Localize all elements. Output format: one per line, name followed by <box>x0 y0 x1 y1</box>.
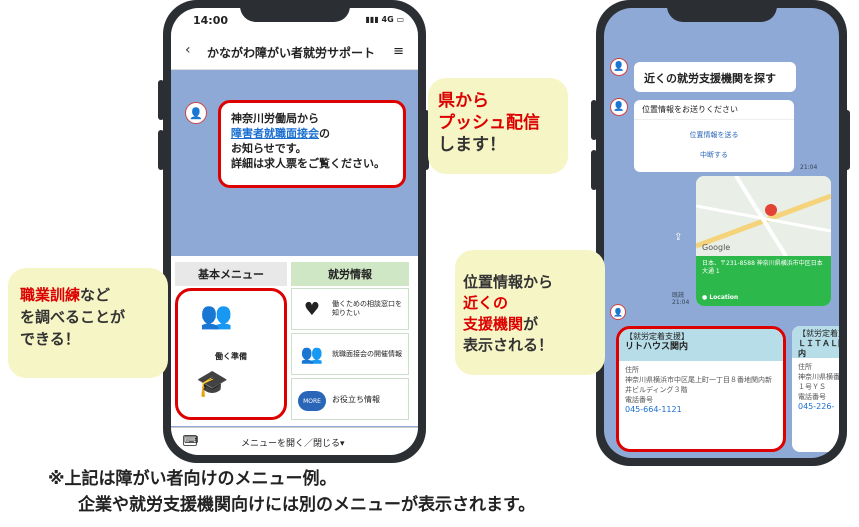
phone-label: 電話番号 <box>798 393 826 401</box>
interview-icon: 👥 <box>300 343 324 365</box>
search-title-message: 近くの就労支援機関を探す <box>634 62 796 92</box>
callout-text: 位置情報から <box>463 273 554 291</box>
card-body: 住所 神奈川県横浜市中区尾上町一丁目８番地関内新井ビルディング３階 電話番号 0… <box>619 361 783 419</box>
callout-text: できる！ <box>20 330 80 348</box>
address-label: 住所 <box>625 366 639 374</box>
menu-item-label: お役立ち情報 <box>332 394 380 404</box>
card-phone[interactable]: 045-664-1121 <box>625 405 682 414</box>
push-message-bubble: 神奈川労働局から 障害者就職面接会の お知らせです。 詳細は求人票をご覧ください… <box>218 100 406 188</box>
menu-useful-info[interactable]: MORE お役立ち情報 <box>291 378 409 420</box>
facility-card[interactable]: 【就労定着支援】 リトハウス関内 住所 神奈川県横浜市中区尾上町一丁目８番地関内… <box>616 326 786 452</box>
footnote-line: ※上記は障がい者向けのメニュー例。 <box>48 469 337 489</box>
chat-header: ‹ かながわ障がい者就労サポート ≡ <box>171 34 418 70</box>
power-button <box>844 110 850 170</box>
left-phone: 14:00 ▮▮▮ 4G ▭ ‹ かながわ障がい者就労サポート ≡ 👤 神奈川労… <box>163 0 426 463</box>
cancel-button[interactable]: 中断する <box>700 151 728 159</box>
menu-toggle-bar[interactable]: ⌨ メニューを開く／閉じる▾ <box>171 427 418 455</box>
status-time: 14:00 <box>193 14 229 27</box>
callout-highlight: 近くの <box>463 294 509 312</box>
tab-basic-menu[interactable]: 基本メニュー <box>175 262 287 286</box>
bot-avatar: 👤 <box>610 98 628 116</box>
map-image: Google <box>696 176 831 258</box>
location-request-message: 位置情報をお送りください 位置情報を送る 中断する <box>634 100 794 172</box>
card-header: 【就労定着支 ＬＩＴＡＬ関内 <box>792 326 839 358</box>
message-time: 21:04 <box>800 164 818 171</box>
phone-notch <box>239 0 350 22</box>
keyboard-icon[interactable]: ⌨ <box>183 435 199 446</box>
phone-label: 電話番号 <box>625 396 653 404</box>
callout-text: プッシュ配信 <box>438 113 540 133</box>
hamburger-menu-icon[interactable]: ≡ <box>393 44 404 59</box>
volume-button <box>591 150 597 190</box>
callout-highlight: 支援機関 <box>463 315 524 333</box>
card-address: 神奈川県横浜市中区尾上町一丁目８番地関内新井ビルディング３階 <box>625 376 772 394</box>
location-callout: 位置情報から 近くの 支援機関が 表示される！ <box>455 250 605 375</box>
heart-hand-icon: ♥ <box>303 298 321 320</box>
read-time: 既読 21:04 <box>672 292 690 306</box>
volume-button <box>158 80 164 120</box>
training-callout: 職業訓練など を調べることが できる！ <box>8 268 168 378</box>
menu-consultation[interactable]: ♥ 働くための相談窓口を知りたい <box>291 288 409 330</box>
signal-icon: ▮▮▮ 4G ▭ <box>365 15 404 24</box>
chat-title: かながわ障がい者就労サポート <box>207 46 376 60</box>
card-address: 神奈川県横番１号ＹＳ <box>798 373 839 391</box>
volume-button <box>158 130 164 170</box>
power-button <box>423 110 429 170</box>
menu-interview-info[interactable]: 👥 就職面接会の開催情報 <box>291 333 409 375</box>
interview-event-link[interactable]: 障害者就職面接会 <box>231 127 319 140</box>
location-map-card[interactable]: Google 日本、〒231-8588 神奈川県横浜市中区日本大通 1 ● Lo… <box>696 176 831 306</box>
message-line: 神奈川労働局から <box>231 112 319 125</box>
callout-text: を調べることが <box>20 308 126 326</box>
callout-text: 県から <box>438 91 489 111</box>
right-phone-screen: 👤 近くの就労支援機関を探す 👤 位置情報をお送りください 位置情報を送る 中断… <box>604 8 839 458</box>
callout-highlight: 職業訓練 <box>20 286 81 304</box>
phone-notch <box>666 0 777 22</box>
volume-button <box>591 100 597 140</box>
facility-card[interactable]: 【就労定着支 ＬＩＴＡＬ関内 住所 神奈川県横番１号ＹＳ 電話番号 045-22… <box>792 326 839 452</box>
menu-work-preparation[interactable]: 👥 働く準備 🎓 <box>175 288 287 420</box>
location-address-box: 日本、〒231-8588 神奈川県横浜市中区日本大通 1 ● Location <box>696 256 831 306</box>
card-tag: 【就労定着支援】 <box>625 332 689 341</box>
message-line: 詳細は求人票をご覧ください。 <box>231 157 385 170</box>
send-location-button[interactable]: 位置情報を送る <box>689 131 739 139</box>
card-facility-name: リトハウス関内 <box>625 342 689 352</box>
menu-toggle-label: メニューを開く／閉じる▾ <box>241 439 345 449</box>
map-streets: Google <box>696 176 831 258</box>
location-request-text: 位置情報をお送りください <box>634 100 794 120</box>
people-icon: 👥 <box>200 301 233 331</box>
bot-avatar: 👤 <box>185 102 207 124</box>
right-phone: 👤 近くの就労支援機関を探す 👤 位置情報をお送りください 位置情報を送る 中断… <box>596 0 847 466</box>
location-label: ● Location <box>702 294 739 301</box>
card-header: 【就労定着支援】 リトハウス関内 <box>619 329 783 361</box>
message-line: お知らせです。 <box>231 142 307 155</box>
back-icon[interactable]: ‹ <box>185 42 191 58</box>
menu-item-label: 働く準備 <box>215 352 247 361</box>
footnote-line: 企業や就労支援機関向けには別のメニューが表示されます。 <box>78 495 536 515</box>
location-address: 日本、〒231-8588 神奈川県横浜市中区日本大通 1 <box>702 260 823 275</box>
rich-menu: 基本メニュー 就労情報 👥 働く準備 🎓 ♥ 働くための相談窓口を知りたい 👥 … <box>171 256 418 426</box>
graduation-icon: 🎓 <box>196 369 229 399</box>
callout-text: します！ <box>438 135 506 155</box>
address-label: 住所 <box>798 363 812 371</box>
push-callout: 県から プッシュ配信 します！ <box>428 78 568 174</box>
footnote: ※上記は障がい者向けのメニュー例。 企業や就労支援機関向けには別のメニューが表示… <box>48 466 535 518</box>
card-facility-name: ＬＩＴＡＬ関内 <box>798 339 839 358</box>
google-label: Google <box>702 243 730 252</box>
share-icon[interactable]: ⇪ <box>674 232 683 243</box>
tab-job-info[interactable]: 就労情報 <box>291 262 409 286</box>
menu-item-label: 働くための相談窓口を知りたい <box>332 300 402 317</box>
left-phone-screen: 14:00 ▮▮▮ 4G ▭ ‹ かながわ障がい者就労サポート ≡ 👤 神奈川労… <box>171 8 418 455</box>
menu-item-label: 就職面接会の開催情報 <box>332 349 402 358</box>
more-icon: MORE <box>298 391 326 412</box>
bot-avatar: 👤 <box>610 304 626 320</box>
bot-avatar: 👤 <box>610 58 628 76</box>
card-tag: 【就労定着支 <box>798 329 839 338</box>
callout-text: 表示される！ <box>463 336 554 354</box>
card-phone[interactable]: 045-226- <box>798 402 835 411</box>
card-body: 住所 神奈川県横番１号ＹＳ 電話番号 045-226- <box>792 358 839 416</box>
